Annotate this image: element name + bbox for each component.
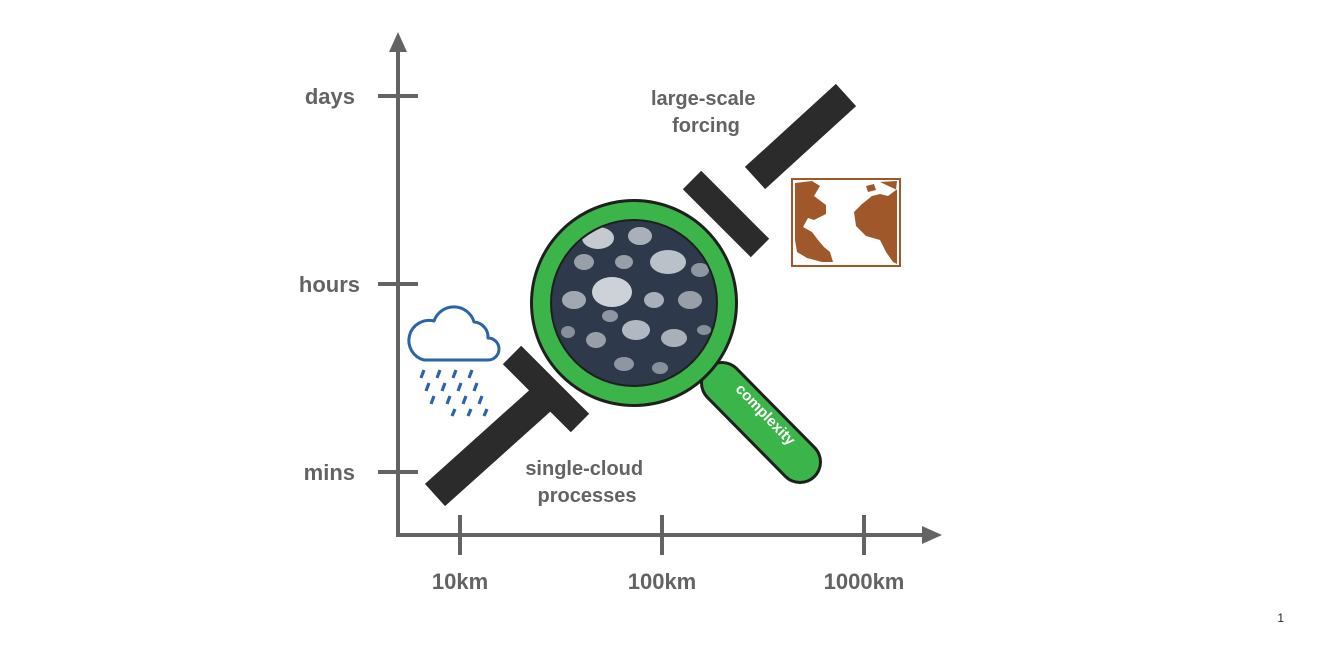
rain-drops: [419, 369, 489, 417]
cloud-outline: [407, 305, 501, 362]
x-tick-label-100km: 100km: [628, 569, 697, 594]
magnifying-glass-icon: complexity: [530, 199, 822, 484]
map-africa-europe: [854, 181, 897, 264]
axes: days hours mins 10km 100km 1000km: [299, 32, 942, 594]
lower-bar-stem: [424, 378, 563, 507]
map-iberia: [866, 184, 876, 192]
rain-cloud-icon: [407, 305, 501, 417]
y-axis-arrow: [389, 32, 407, 52]
page-number: 1: [1277, 611, 1284, 625]
upper-bar-stem: [744, 83, 857, 190]
upper-t-bar: [682, 83, 857, 258]
lower-t-bar: [424, 345, 590, 507]
x-tick-label-10km: 10km: [432, 569, 488, 594]
atlantic-map-icon: [791, 178, 901, 267]
x-axis-arrow: [922, 526, 942, 544]
map-americas: [795, 181, 833, 262]
large-scale-forcing-label: large-scale forcing: [651, 88, 761, 137]
single-cloud-processes-label: single-cloud processes: [525, 458, 648, 507]
y-tick-label-days: days: [305, 84, 355, 109]
lower-bar-cap: [502, 345, 590, 433]
upper-bar-cap: [682, 170, 770, 258]
y-tick-label-hours: hours: [299, 272, 360, 297]
y-tick-label-mins: mins: [304, 460, 355, 485]
x-tick-label-1000km: 1000km: [824, 569, 905, 594]
magnifier-handle: [703, 364, 819, 481]
